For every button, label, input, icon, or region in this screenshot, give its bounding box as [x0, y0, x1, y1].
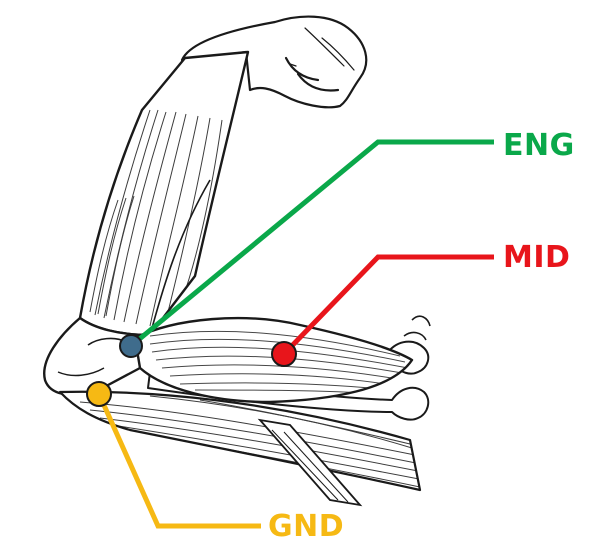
forearm-drawing: [80, 52, 248, 335]
eng-label: ENG: [503, 131, 575, 161]
mid-label: MID: [503, 243, 570, 273]
eng-electrode-dot: [120, 335, 142, 357]
gnd-label: GND: [268, 512, 344, 542]
gnd-electrode-dot: [87, 382, 111, 406]
wrist-edge-drawing: [404, 316, 430, 340]
mid-electrode-dot: [272, 342, 296, 366]
